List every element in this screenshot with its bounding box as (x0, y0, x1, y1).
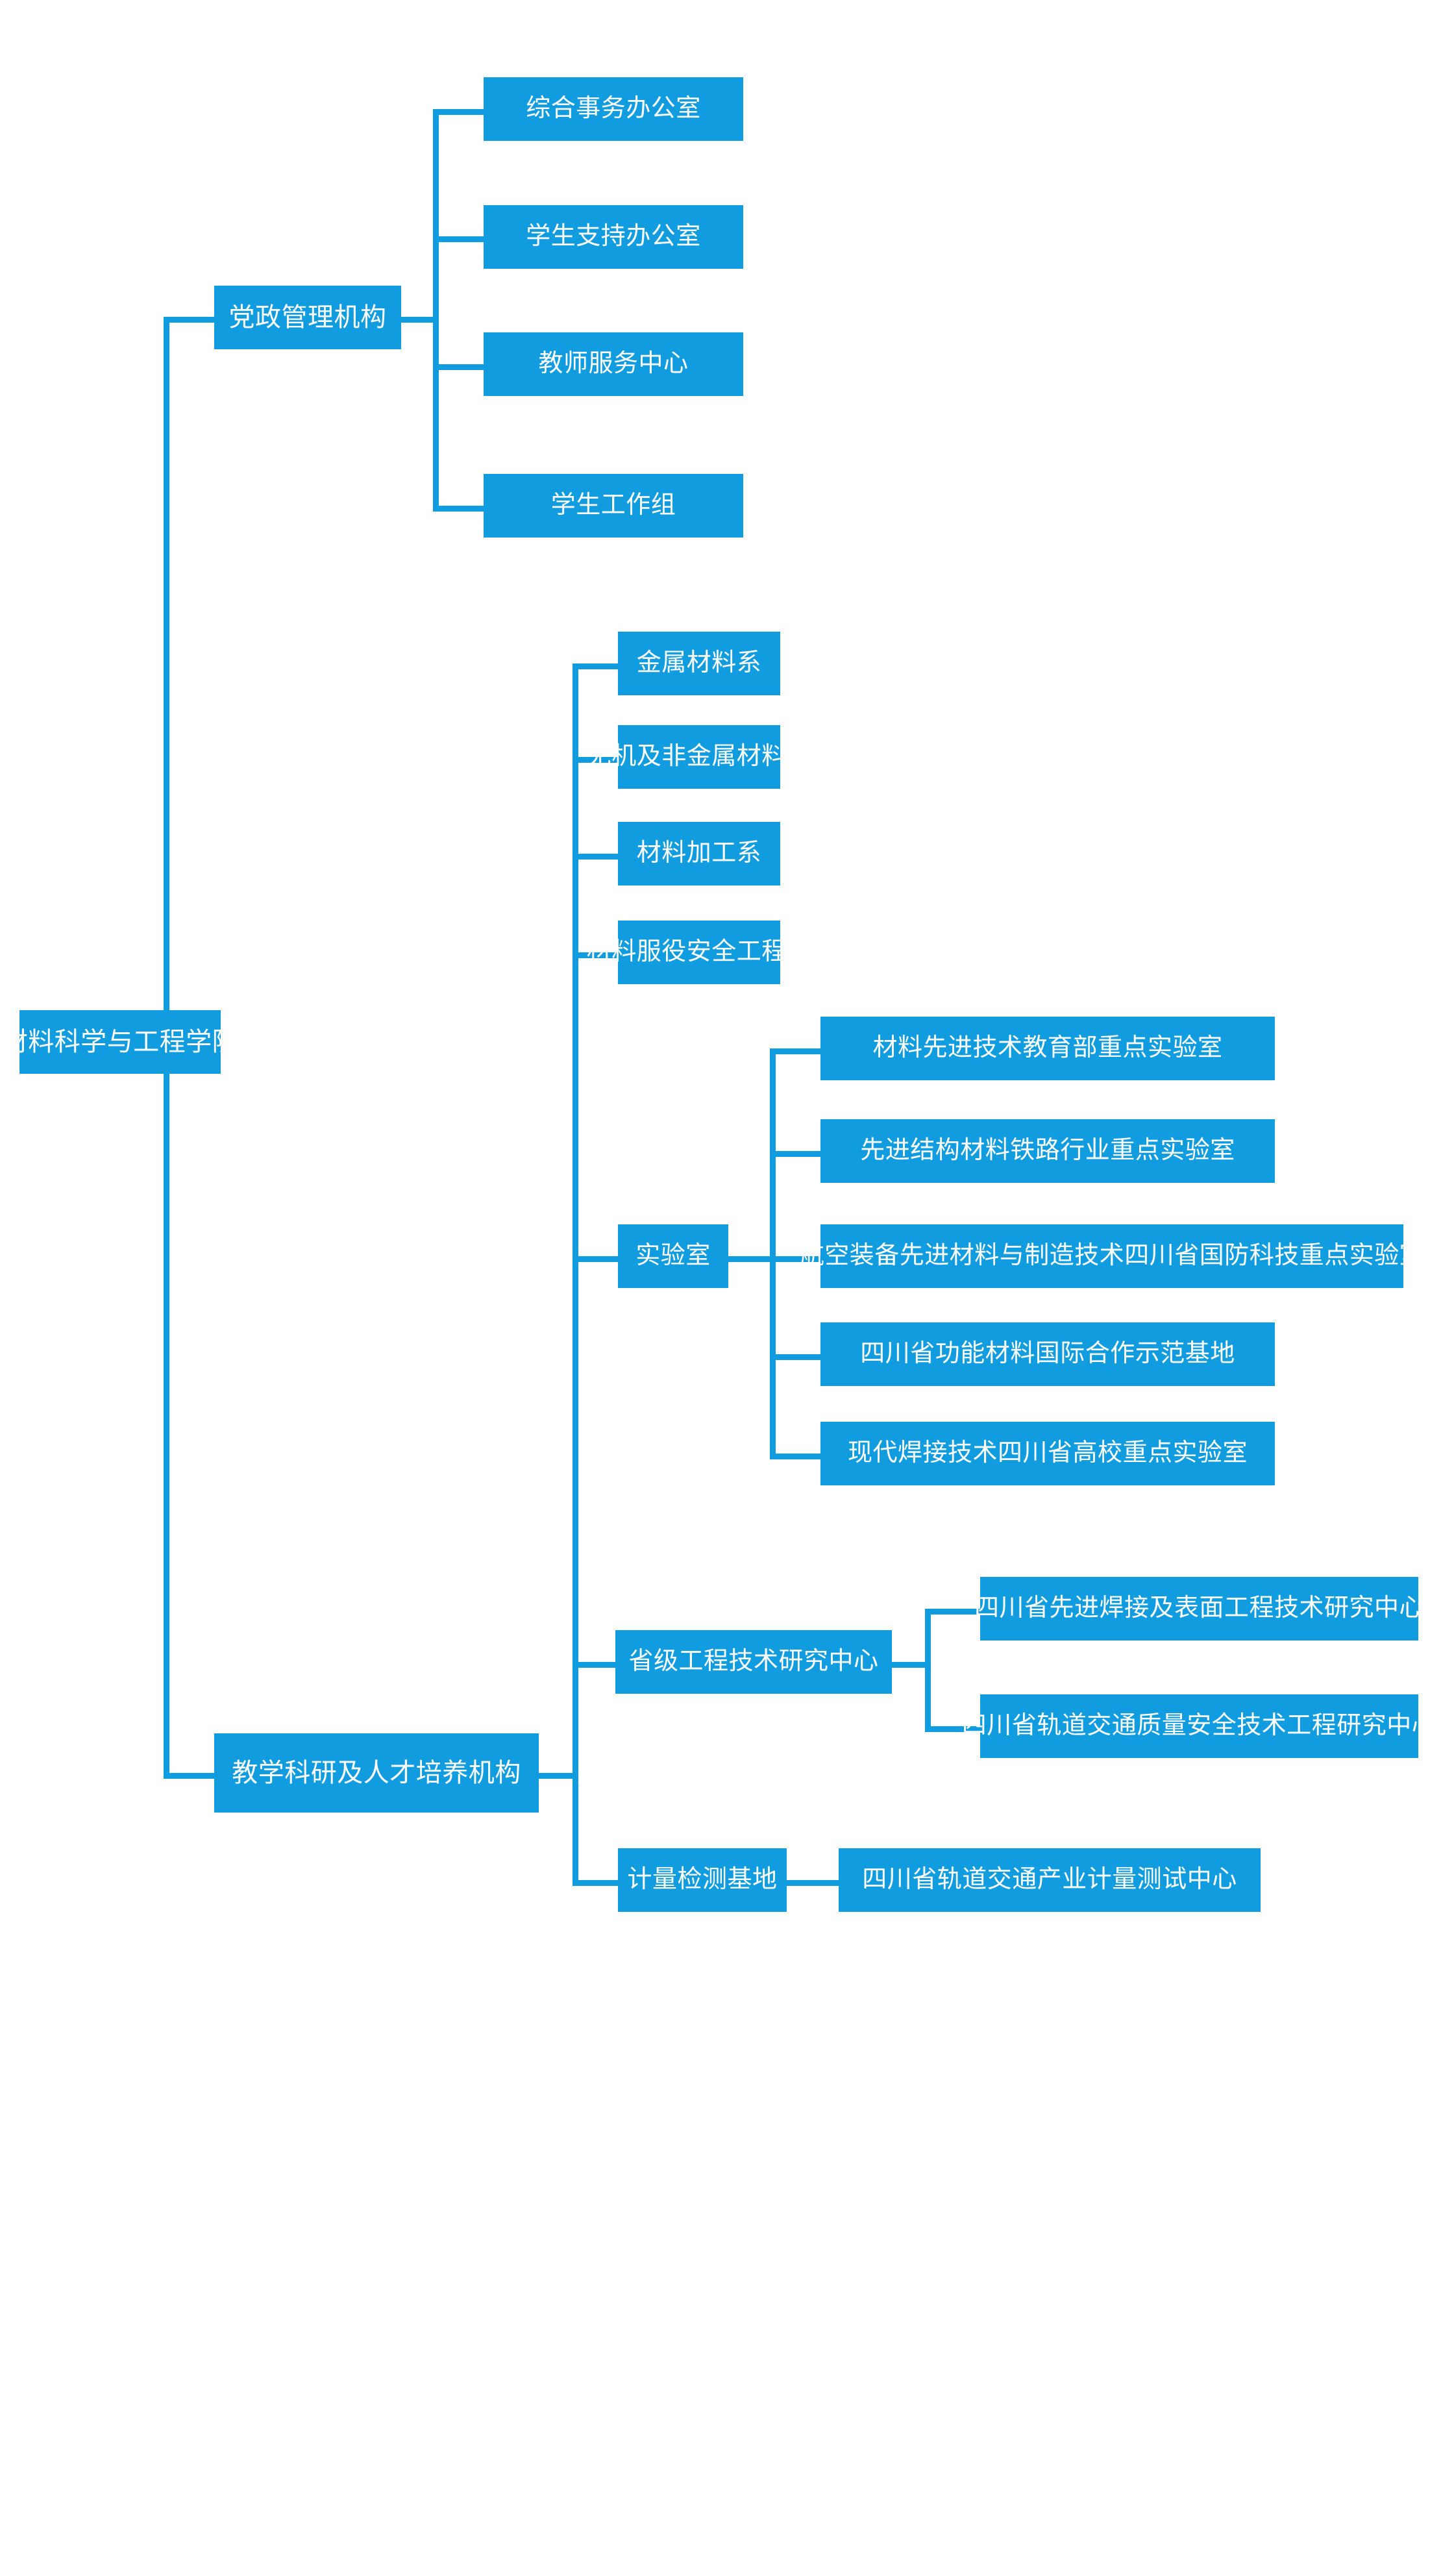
node-lab-railway-key-advanced-structural-materials[interactable]: 先进结构材料铁路行业重点实验室 (820, 1119, 1275, 1183)
connector-root-to-admin (164, 317, 216, 323)
connector-lab-child-3 (770, 1256, 823, 1262)
node-root-college[interactable]: 材料科学与工程学院 (2, 1010, 238, 1074)
node-academic-organization[interactable]: 教学科研及人才培养机构 (214, 1733, 539, 1813)
node-general-affairs-office[interactable]: 综合事务办公室 (484, 77, 743, 141)
connector-admin-stub (400, 317, 439, 323)
connector-admin-child-4 (433, 506, 485, 512)
connector-erc-child-2 (925, 1726, 982, 1732)
connector-erc-child-1 (925, 1609, 982, 1615)
connector-academic-child-metro (573, 1880, 619, 1886)
connector-lab-child-5 (770, 1454, 823, 1459)
connector-academic-stub (538, 1773, 578, 1779)
connector-lab-stub (727, 1256, 774, 1262)
connector-lab-child-1 (770, 1048, 823, 1054)
node-laboratory-group[interactable]: 实验室 (618, 1224, 728, 1288)
connector-admin-child-3 (433, 364, 485, 370)
connector-root-trunk-lower (164, 1040, 169, 1779)
connector-admin-child-2 (433, 236, 485, 242)
node-provincial-engineering-research-center-group[interactable]: 省级工程技术研究中心 (615, 1630, 892, 1694)
node-dept-materials-processing[interactable]: 材料加工系 (618, 822, 780, 886)
node-lab-moe-key-advanced-materials-technology[interactable]: 材料先进技术教育部重点实验室 (820, 1017, 1275, 1080)
node-sichuan-rail-transit-industry-metrology-test-center[interactable]: 四川省轨道交通产业计量测试中心 (839, 1848, 1261, 1912)
node-erc-rail-transit-quality-safety[interactable]: 四川省轨道交通质量安全技术工程研究中心 (962, 1694, 1436, 1758)
connector-erc-stub (891, 1662, 930, 1668)
node-lab-sichuan-functional-materials-international-base[interactable]: 四川省功能材料国际合作示范基地 (820, 1322, 1275, 1386)
node-erc-advanced-welding-surface-engineering[interactable]: 四川省先进焊接及表面工程技术研究中心 (974, 1577, 1424, 1641)
connector-admin-child-1 (433, 109, 485, 115)
connector-academic-child-3 (573, 854, 619, 860)
node-dept-metallic-materials[interactable]: 金属材料系 (618, 632, 780, 695)
connector-lab-child-4 (770, 1354, 823, 1360)
connector-lab-child-2 (770, 1151, 823, 1157)
node-dept-material-service-safety-engineering[interactable]: 材料服役安全工程系 (587, 921, 811, 984)
node-lab-modern-welding-sichuan-university-key[interactable]: 现代焊接技术四川省高校重点实验室 (820, 1422, 1275, 1485)
connector-academic-child-erc (573, 1662, 619, 1668)
connector-erc-trunk (925, 1609, 931, 1732)
connector-academic-trunk (573, 663, 578, 1886)
node-teacher-service-center[interactable]: 教师服务中心 (484, 332, 743, 396)
node-dept-inorganic-nonmetallic-materials[interactable]: 无机及非金属材料系 (587, 725, 811, 789)
connector-root-to-academic (164, 1773, 216, 1779)
connector-lab-trunk (770, 1048, 776, 1459)
node-student-support-office[interactable]: 学生支持办公室 (484, 205, 743, 269)
connector-admin-trunk (433, 109, 439, 512)
connector-academic-child-2 (573, 757, 619, 763)
node-student-work-group[interactable]: 学生工作组 (484, 474, 743, 538)
connector-metro-stub (787, 1880, 839, 1886)
node-lab-aviation-defense-key-sichuan[interactable]: 航空装备先进材料与制造技术四川省国防科技重点实验室 (800, 1224, 1424, 1288)
connector-academic-child-4 (573, 952, 619, 958)
connector-academic-child-1 (573, 663, 619, 669)
node-admin-organization[interactable]: 党政管理机构 (214, 286, 401, 349)
connector-root-trunk (164, 317, 169, 1124)
node-metrology-testing-base[interactable]: 计量检测基地 (618, 1848, 787, 1912)
connector-academic-child-lab (573, 1256, 619, 1262)
